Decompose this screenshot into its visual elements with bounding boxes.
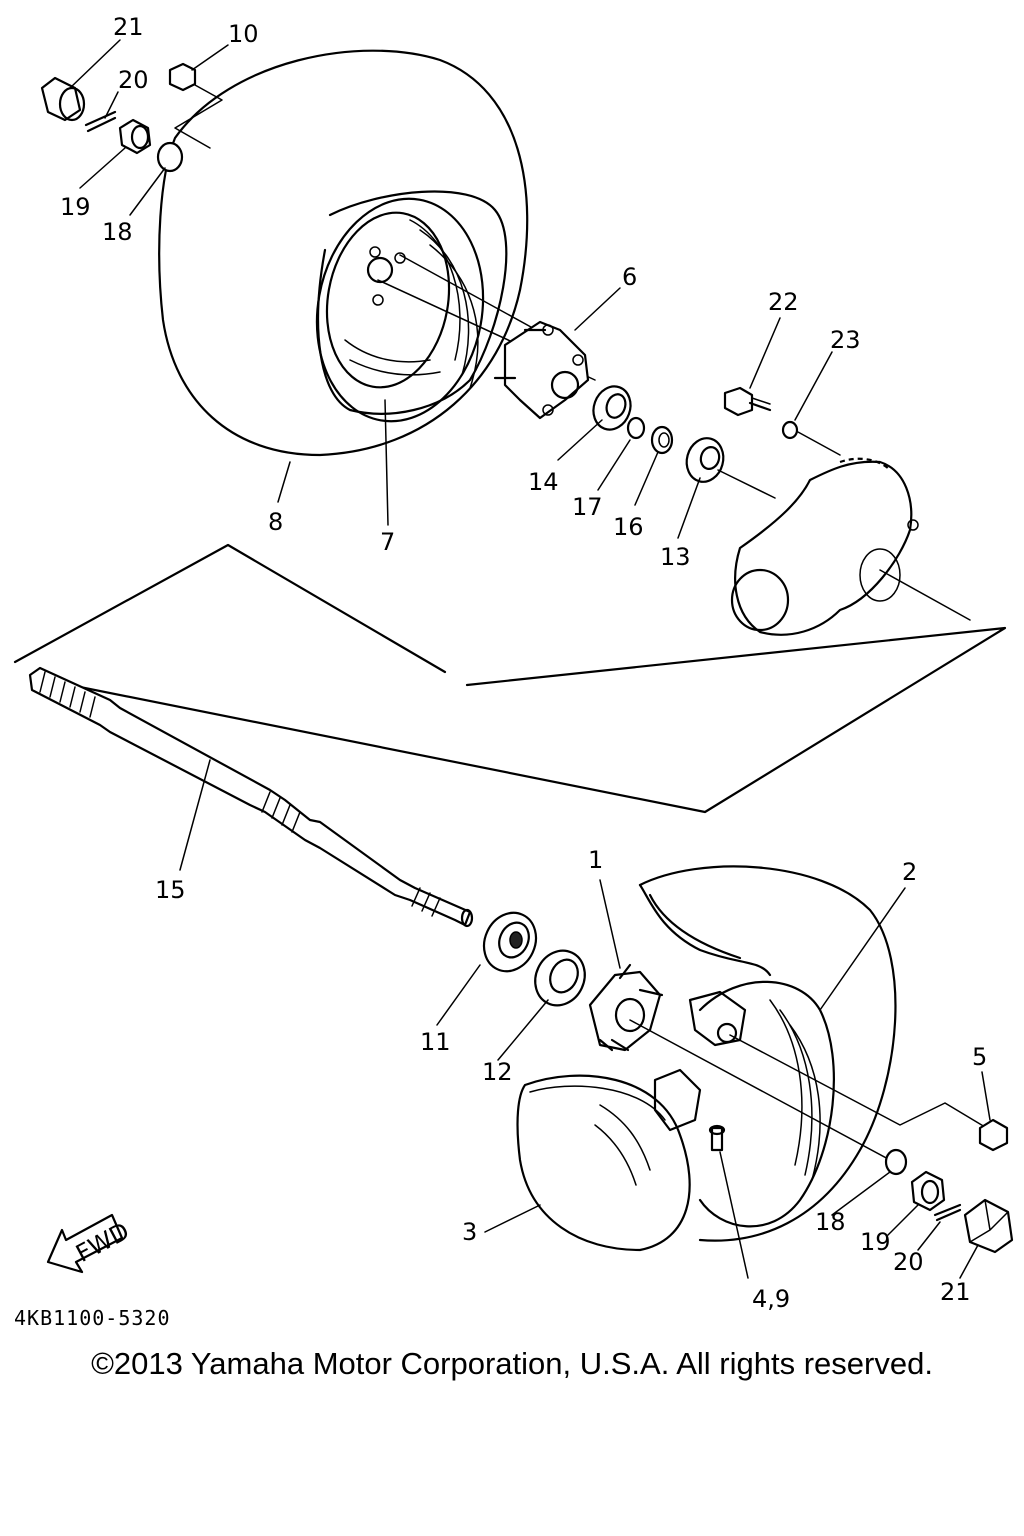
valve-4-9 <box>708 1124 726 1152</box>
bearing-11 <box>482 911 538 973</box>
lower-tire <box>516 865 897 1252</box>
washer-18-upper <box>156 141 184 173</box>
callout-21-lower: 21 <box>940 1278 971 1306</box>
copyright-notice: ©2013 Yamaha Motor Corporation, U.S.A. A… <box>91 1346 933 1381</box>
callout-4-9: 4,9 <box>752 1285 790 1313</box>
collar-16 <box>650 425 674 455</box>
final-gear-case <box>730 457 919 636</box>
cap-21-lower <box>963 1198 1014 1254</box>
upper-centerline-2 <box>399 254 541 333</box>
fwd-arrow-icon: FWD <box>46 1213 134 1274</box>
callout-6: 6 <box>622 263 637 291</box>
case-centerline <box>879 569 971 621</box>
bolt-leader <box>797 431 841 456</box>
callout-5: 5 <box>972 1043 987 1071</box>
washer-18-lower <box>884 1148 908 1176</box>
axle-15 <box>28 666 474 928</box>
o-ring-17 <box>626 416 646 440</box>
callout-10: 10 <box>228 20 259 48</box>
valve-leader <box>174 84 223 149</box>
cap-21-upper <box>40 76 86 122</box>
callout-23: 23 <box>830 326 861 354</box>
callout-14: 14 <box>528 468 559 496</box>
callout-19-upper: 19 <box>60 193 91 221</box>
callout-7: 7 <box>380 528 395 556</box>
callout-15: 15 <box>155 876 186 904</box>
callout-18-upper: 18 <box>102 218 133 246</box>
seal-12 <box>534 949 586 1007</box>
callout-12: 12 <box>482 1058 513 1086</box>
bolt-22 <box>723 386 772 417</box>
callout-21-upper: 21 <box>113 13 144 41</box>
lower-centerline-1 <box>629 1019 891 1161</box>
callout-8: 8 <box>268 508 283 536</box>
upper-rim <box>315 197 485 423</box>
cotter-pin-20-upper <box>84 110 117 133</box>
callout-1: 1 <box>588 846 603 874</box>
bearing-13 <box>685 437 725 483</box>
callout-2: 2 <box>902 858 917 886</box>
callout-3: 3 <box>462 1218 477 1246</box>
callout-18-lower: 18 <box>815 1208 846 1236</box>
nut-5 <box>978 1118 1009 1152</box>
nut-19-lower <box>910 1170 946 1212</box>
callout-17: 17 <box>572 493 603 521</box>
nut-10 <box>168 62 197 92</box>
lower-centerline-2 <box>729 1034 991 1131</box>
callout-19-lower: 19 <box>860 1228 891 1256</box>
frame-plane <box>13 543 1007 814</box>
callout-16: 16 <box>613 513 644 541</box>
callout-13: 13 <box>660 543 691 571</box>
leader-lines <box>69 39 991 1279</box>
bearing-14 <box>592 385 632 431</box>
document-number: 4KB1100-5320 <box>14 1306 171 1330</box>
bearing-leader <box>717 469 776 499</box>
nut-19-upper <box>118 118 152 155</box>
callout-20-upper: 20 <box>118 66 149 94</box>
cotter-pin-20-lower <box>933 1203 962 1222</box>
callout-20-lower: 20 <box>893 1248 924 1276</box>
callout-22: 22 <box>768 288 799 316</box>
washer-23 <box>781 420 799 440</box>
lower-hub <box>588 963 664 1052</box>
upper-hub <box>493 320 590 420</box>
upper-tire <box>158 49 529 457</box>
callout-11: 11 <box>420 1028 451 1056</box>
